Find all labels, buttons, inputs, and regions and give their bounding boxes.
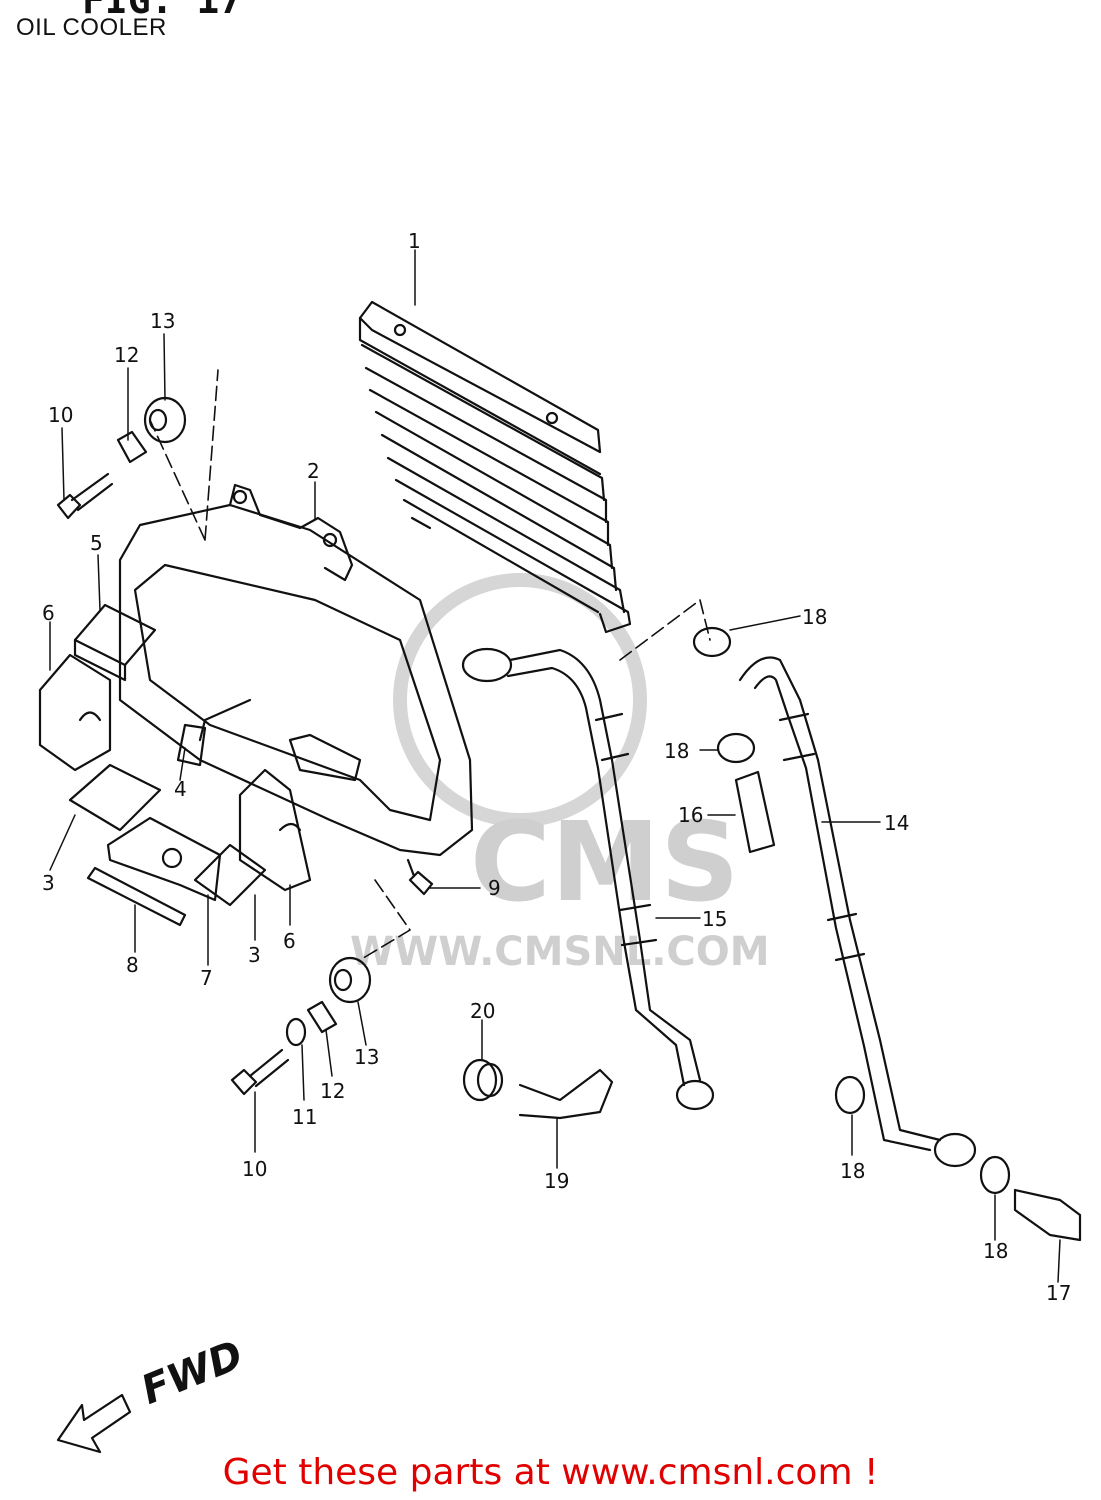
callout-13a: 13 xyxy=(150,309,175,333)
callout-16: 16 xyxy=(678,803,703,827)
screw-9 xyxy=(406,858,434,896)
oil-hose-15 xyxy=(461,647,715,1111)
callout-6b: 6 xyxy=(283,929,296,953)
callout-5: 5 xyxy=(90,531,103,555)
callout-7: 7 xyxy=(200,966,213,990)
collar-12-upper xyxy=(116,430,148,464)
callout-11: 11 xyxy=(292,1105,317,1129)
callout-18a: 18 xyxy=(802,605,827,629)
oil-hose-14 xyxy=(738,656,977,1168)
union-bolt-17 xyxy=(1013,1188,1082,1242)
callout-17: 17 xyxy=(1046,1281,1071,1305)
plate-8 xyxy=(86,866,187,927)
callout-10b: 10 xyxy=(242,1157,267,1181)
callout-3b: 3 xyxy=(248,943,261,967)
grommet-13-upper xyxy=(143,396,187,444)
bolt-10-lower xyxy=(230,1048,290,1096)
callout-19: 19 xyxy=(544,1169,569,1193)
plate-3-upper xyxy=(68,763,162,832)
oil-cooler-core xyxy=(358,300,632,634)
gasket-18-d xyxy=(979,1155,1011,1195)
gasket-18-c xyxy=(834,1075,866,1115)
grommet-13-lower xyxy=(328,956,372,1004)
washer-11 xyxy=(285,1017,307,1047)
callout-9: 9 xyxy=(488,876,501,900)
callout-18b: 18 xyxy=(664,739,689,763)
figure-code: FIG. 17 xyxy=(82,0,243,22)
callout-18c: 18 xyxy=(840,1159,865,1183)
promo-link-text[interactable]: Get these parts at www.cmsnl.com ! xyxy=(222,1452,879,1493)
callout-6a: 6 xyxy=(42,601,55,625)
plate-7 xyxy=(106,816,222,902)
bracket-spacer xyxy=(176,723,207,767)
callout-13b: 13 xyxy=(354,1045,379,1069)
callout-4: 4 xyxy=(174,777,187,801)
watermark-url: WWW.CMSNL.COM xyxy=(350,929,770,975)
callout-14: 14 xyxy=(884,811,909,835)
cms-watermark: CMS WWW.CMSNL.COM xyxy=(350,573,770,975)
cooler-bracket xyxy=(118,483,474,857)
fwd-arrow xyxy=(56,1393,132,1454)
page-title: OIL COOLER xyxy=(16,14,167,41)
callout-labels: 1 2 3 3 4 5 6 6 7 8 9 10 10 11 12 12 13 … xyxy=(42,229,1071,1305)
plate-3-lower xyxy=(193,843,267,907)
callout-2: 2 xyxy=(307,459,320,483)
callout-1: 1 xyxy=(408,229,421,253)
union-bolt-16 xyxy=(734,770,776,854)
callout-8: 8 xyxy=(126,953,139,977)
gasket-18-b xyxy=(716,732,756,764)
cushion-side-left xyxy=(38,653,112,772)
collar-12-lower xyxy=(306,1000,338,1034)
callout-18d: 18 xyxy=(983,1239,1008,1263)
grommet-20 xyxy=(462,1058,504,1102)
callout-12b: 12 xyxy=(320,1079,345,1103)
bolt-10-upper xyxy=(56,472,114,520)
gasket-18-a xyxy=(692,626,732,658)
callout-10a: 10 xyxy=(48,403,73,427)
callout-12a: 12 xyxy=(114,343,139,367)
callout-20: 20 xyxy=(470,999,495,1023)
hose-clamp-19 xyxy=(518,1068,614,1120)
callout-3a: 3 xyxy=(42,871,55,895)
callout-15: 15 xyxy=(702,907,727,931)
cushion-side-right xyxy=(238,768,312,892)
cushion-upper-left xyxy=(73,603,157,682)
